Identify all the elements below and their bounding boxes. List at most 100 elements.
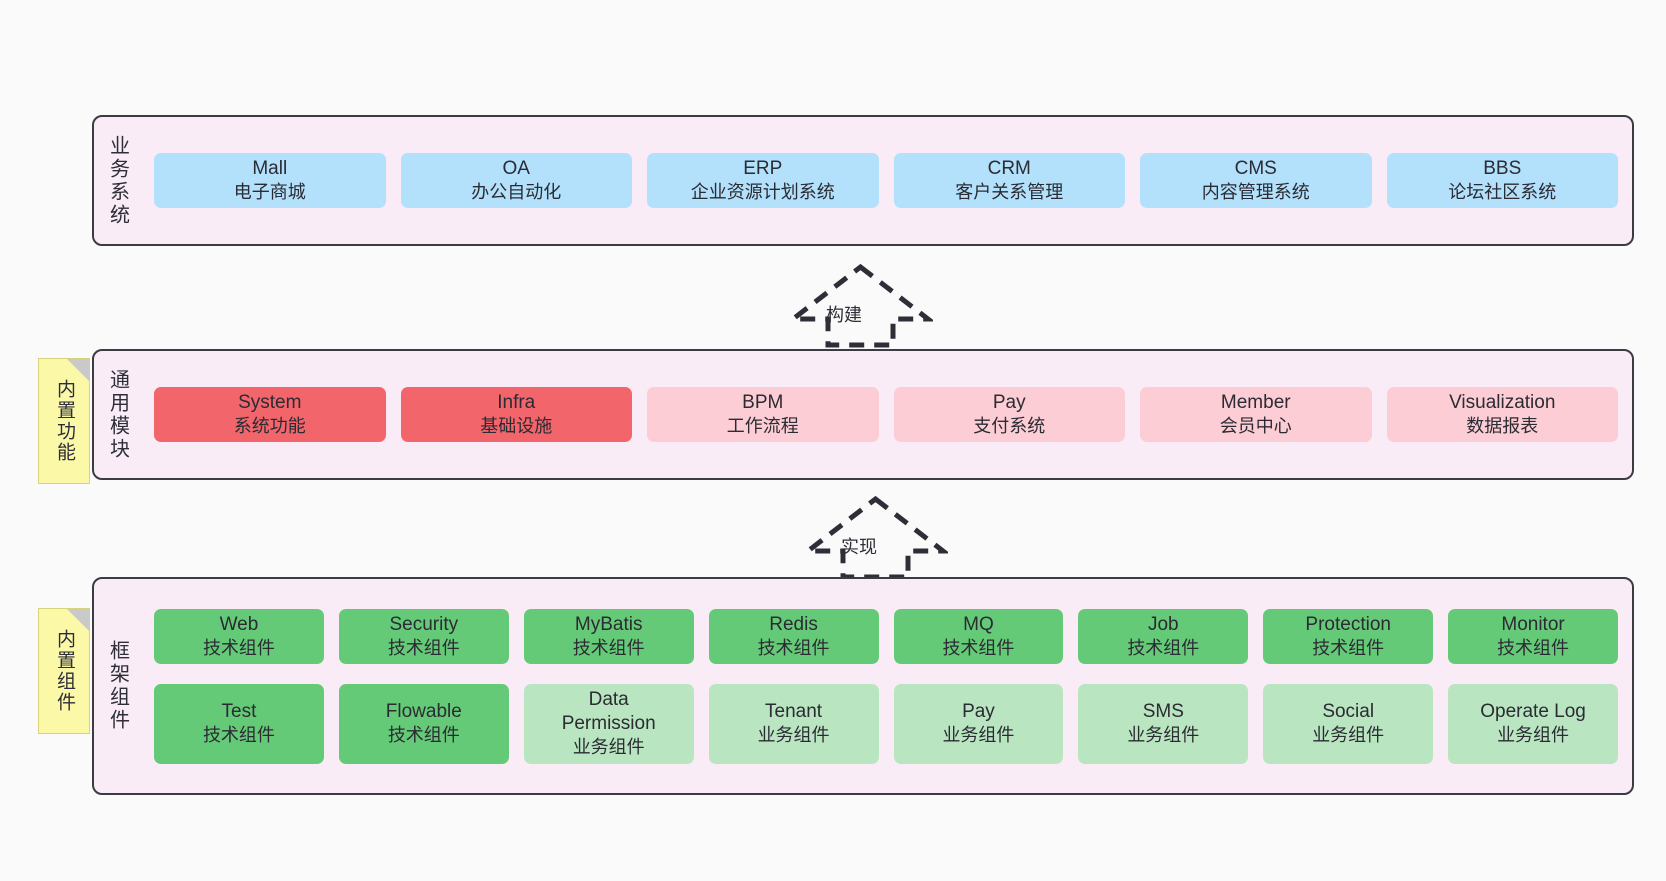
layer-title-common-modules: 通用模块 [106, 368, 129, 461]
node-security[interactable]: Security 技术组件 [338, 608, 509, 664]
row-business-components: Test 技术组件 Flowable 技术组件 Data Permission … [154, 683, 1618, 764]
node-test-name: Test [221, 701, 257, 722]
node-job[interactable]: Job 技术组件 [1078, 608, 1249, 664]
node-redis[interactable]: Redis 技术组件 [708, 608, 879, 664]
layer-body-framework-components: Web 技术组件 Security 技术组件 MyBatis 技术组件 Redi… [140, 579, 1632, 793]
node-pay-module[interactable]: Pay 支付系统 [893, 386, 1125, 443]
node-test-sub: 技术组件 [202, 725, 275, 746]
node-mybatis-name: MyBatis [574, 613, 643, 635]
node-tenant[interactable]: Tenant 业务组件 [708, 683, 879, 764]
node-web-name: Web [219, 613, 259, 635]
layer-business-systems: 业务系统 Mall 电子商城 OA 办公自动化 ERP 企业资源计划系统 CRM… [92, 115, 1634, 246]
node-cms[interactable]: CMS 内容管理系统 [1140, 152, 1372, 209]
node-visualization[interactable]: Visualization 数据报表 [1386, 386, 1618, 443]
note-builtin-components: 内置组件 [38, 608, 90, 734]
row-tech-components: Web 技术组件 Security 技术组件 MyBatis 技术组件 Redi… [154, 608, 1618, 664]
node-data-permission-name: Data Permission [561, 688, 656, 735]
node-flowable-sub: 技术组件 [387, 725, 460, 746]
node-social-sub: 业务组件 [1312, 725, 1385, 746]
node-bbs[interactable]: BBS 论坛社区系统 [1386, 152, 1618, 209]
node-mall-name: Mall [252, 157, 288, 179]
node-social[interactable]: Social 业务组件 [1263, 683, 1434, 764]
node-protection[interactable]: Protection 技术组件 [1263, 608, 1434, 664]
node-monitor-sub: 技术组件 [1497, 637, 1570, 658]
node-web-sub: 技术组件 [202, 637, 275, 658]
node-flowable-name: Flowable [385, 701, 462, 722]
node-pay-module-sub: 支付系统 [973, 416, 1046, 437]
node-operate-log-name: Operate Log [1480, 701, 1586, 722]
arrow-implement-label: 实现 [841, 537, 877, 557]
node-oa-name: OA [502, 157, 530, 179]
layer-common-modules: 通用模块 System 系统功能 Infra 基础设施 BPM 工作流程 Pay… [92, 349, 1634, 480]
node-flowable[interactable]: Flowable 技术组件 [338, 683, 509, 764]
node-infra[interactable]: Infra 基础设施 [400, 386, 632, 443]
arrow-build: 构建 [788, 263, 933, 349]
node-crm-name: CRM [987, 157, 1031, 179]
node-test[interactable]: Test 技术组件 [154, 683, 324, 764]
node-job-sub: 技术组件 [1127, 637, 1200, 658]
node-mall[interactable]: Mall 电子商城 [154, 152, 386, 209]
layer-title-framework-components: 框架组件 [106, 640, 129, 732]
node-member[interactable]: Member 会员中心 [1140, 386, 1372, 443]
node-mq-sub: 技术组件 [942, 637, 1015, 658]
node-bpm-name: BPM [742, 391, 784, 413]
node-pay-component[interactable]: Pay 业务组件 [893, 683, 1064, 764]
node-protection-sub: 技术组件 [1312, 637, 1385, 658]
node-data-permission-sub: 业务组件 [572, 737, 645, 758]
note-builtin-features: 内置功能 [38, 358, 90, 484]
node-bbs-name: BBS [1483, 157, 1522, 179]
node-system[interactable]: System 系统功能 [154, 386, 386, 443]
node-crm[interactable]: CRM 客户关系管理 [893, 152, 1125, 209]
node-operate-log[interactable]: Operate Log 业务组件 [1448, 683, 1618, 764]
node-protection-name: Protection [1305, 613, 1391, 635]
node-erp-name: ERP [743, 157, 783, 179]
node-system-sub: 系统功能 [233, 416, 306, 437]
node-monitor[interactable]: Monitor 技术组件 [1448, 608, 1618, 664]
node-monitor-name: Monitor [1501, 613, 1565, 635]
node-mq-name: MQ [963, 613, 994, 635]
node-visualization-sub: 数据报表 [1466, 416, 1539, 437]
node-infra-name: Infra [497, 391, 536, 413]
note-builtin-features-label: 内置功能 [53, 379, 75, 463]
node-cms-sub: 内容管理系统 [1201, 182, 1310, 203]
node-bpm[interactable]: BPM 工作流程 [647, 386, 879, 443]
node-data-permission[interactable]: Data Permission 业务组件 [523, 683, 694, 764]
node-bbs-sub: 论坛社区系统 [1448, 182, 1557, 203]
layer-body-business-systems: Mall 电子商城 OA 办公自动化 ERP 企业资源计划系统 CRM 客户关系… [140, 117, 1632, 244]
row-business-systems: Mall 电子商城 OA 办公自动化 ERP 企业资源计划系统 CRM 客户关系… [154, 152, 1618, 209]
node-bpm-sub: 工作流程 [726, 416, 799, 437]
node-mybatis[interactable]: MyBatis 技术组件 [523, 608, 694, 664]
node-oa-sub: 办公自动化 [471, 182, 562, 203]
node-security-name: Security [389, 613, 459, 635]
row-common-modules: System 系统功能 Infra 基础设施 BPM 工作流程 Pay 支付系统… [154, 386, 1618, 443]
node-job-name: Job [1147, 613, 1179, 635]
node-cms-name: CMS [1234, 157, 1277, 179]
node-tenant-name: Tenant [765, 701, 823, 722]
node-oa[interactable]: OA 办公自动化 [400, 152, 632, 209]
node-sms[interactable]: SMS 业务组件 [1078, 683, 1249, 764]
note-fold-icon [67, 359, 89, 381]
layer-title-business-systems: 业务系统 [106, 134, 129, 227]
node-system-name: System [238, 391, 302, 413]
node-social-name: Social [1322, 701, 1375, 722]
node-web[interactable]: Web 技术组件 [154, 608, 324, 664]
layer-framework-components: 框架组件 Web 技术组件 Security 技术组件 MyBatis 技术组件… [92, 577, 1634, 795]
node-infra-sub: 基础设施 [480, 416, 553, 437]
layer-body-common-modules: System 系统功能 Infra 基础设施 BPM 工作流程 Pay 支付系统… [140, 351, 1632, 478]
node-tenant-sub: 业务组件 [757, 725, 830, 746]
node-erp[interactable]: ERP 企业资源计划系统 [647, 152, 879, 209]
node-sms-name: SMS [1142, 701, 1184, 722]
note-builtin-components-label: 内置组件 [53, 629, 75, 713]
node-crm-sub: 客户关系管理 [955, 182, 1064, 203]
node-security-sub: 技术组件 [387, 637, 460, 658]
node-mq[interactable]: MQ 技术组件 [893, 608, 1064, 664]
node-member-name: Member [1220, 391, 1291, 413]
node-member-sub: 会员中心 [1219, 416, 1292, 437]
arrow-implement: 实现 [803, 495, 948, 581]
node-mybatis-sub: 技术组件 [572, 637, 645, 658]
node-pay-component-name: Pay [962, 701, 995, 722]
arrow-build-label: 构建 [826, 305, 862, 325]
node-erp-sub: 企业资源计划系统 [690, 182, 835, 203]
node-pay-module-name: Pay [992, 391, 1026, 413]
